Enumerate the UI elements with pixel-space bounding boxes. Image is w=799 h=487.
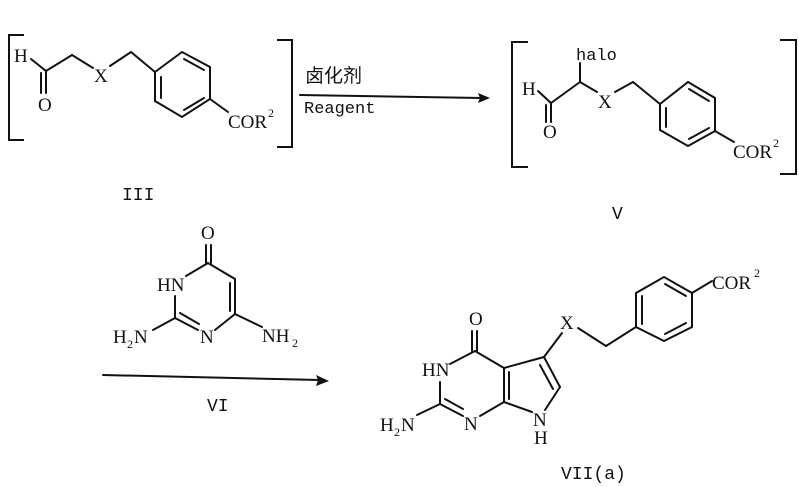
atom-NH-H: H (534, 428, 548, 449)
compound-VI: O HN N NH 2 H 2 N (113, 223, 298, 351)
atom-halo: halo (576, 47, 617, 66)
atom-NH-N: N (533, 410, 547, 431)
svg-text:NH: NH (262, 326, 290, 347)
atom-X: X (598, 92, 612, 113)
atom-NH2: NH 2 (262, 326, 298, 350)
atom-H: H (14, 46, 28, 67)
atom-COR: COR (712, 273, 751, 294)
svg-text:2: 2 (394, 425, 400, 439)
label-V: V (612, 205, 623, 225)
arrowhead-icon (316, 375, 329, 386)
atom-O: O (201, 223, 215, 244)
right-bracket (780, 39, 797, 175)
reagent-chinese: 卤化剂 (305, 65, 362, 87)
reaction-arrow-1: 卤化剂 Reagent (299, 65, 490, 119)
reaction-arrow-2: VI (102, 374, 329, 417)
reagent-english: Reagent (304, 100, 375, 119)
left-bracket (8, 34, 24, 141)
svg-text:H: H (380, 415, 394, 436)
atom-H2N: H 2 N (380, 415, 415, 439)
atom-HN: HN (422, 360, 450, 381)
label-VI: VI (207, 397, 229, 417)
superscript-2: 2 (773, 136, 779, 150)
compound-III: H O X COR 2 (8, 34, 293, 148)
label-III: III (122, 186, 154, 206)
svg-text:2: 2 (292, 336, 298, 350)
atom-N: N (200, 327, 214, 348)
atom-X: X (560, 313, 574, 334)
label-VIIa: VII(a) (561, 465, 626, 485)
atom-H: H (522, 79, 536, 100)
atom-HN: HN (157, 275, 185, 296)
atom-COR: COR (733, 142, 772, 163)
atom-O: O (38, 95, 52, 116)
superscript-2: 2 (754, 266, 760, 280)
superscript-2: 2 (268, 106, 274, 120)
atom-COR: COR (228, 112, 267, 133)
compound-V: halo H O X COR 2 (511, 39, 797, 175)
svg-text:2: 2 (127, 337, 133, 351)
atom-N: N (464, 414, 478, 435)
compound-VIIa: O HN N N H H 2 N X (380, 266, 760, 449)
left-bracket (511, 41, 528, 168)
atom-H2N: H 2 N (113, 327, 148, 351)
right-bracket (277, 39, 293, 148)
atom-X: X (94, 66, 108, 87)
svg-text:N: N (401, 415, 415, 436)
atom-O: O (543, 122, 557, 143)
svg-text:H: H (113, 327, 127, 348)
arrowhead-icon (478, 93, 490, 103)
atom-O: O (469, 309, 483, 330)
svg-text:N: N (134, 327, 148, 348)
